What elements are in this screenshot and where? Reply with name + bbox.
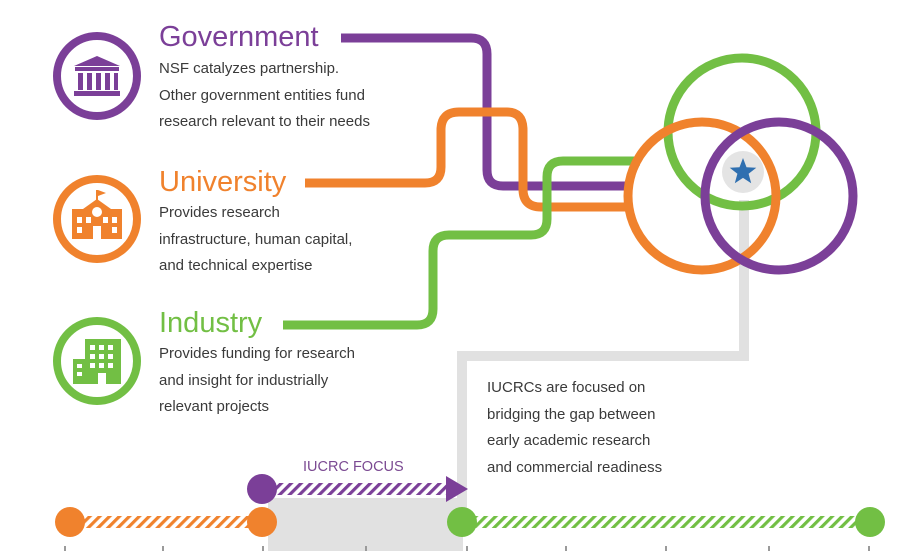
venn-circle-government bbox=[700, 117, 858, 275]
description-line: infrastructure, human capital, bbox=[159, 230, 353, 248]
summary-line: bridging the gap between bbox=[487, 405, 656, 423]
description-line: and insight for industrially bbox=[159, 371, 329, 389]
description-line: research relevant to their needs bbox=[159, 113, 370, 130]
industry-title: Industry bbox=[159, 307, 263, 339]
summary-line: early academic research bbox=[487, 432, 651, 449]
university-title: University bbox=[159, 166, 287, 198]
iucrc-summary: IUCRCs are focused on bridging the gap b… bbox=[487, 375, 662, 481]
timeline-dot-industry bbox=[447, 507, 477, 537]
school-building-icon bbox=[72, 190, 122, 239]
gray-connector bbox=[457, 200, 749, 510]
government-icon-circle bbox=[53, 32, 141, 120]
description-line: NSF catalyzes partnership. bbox=[159, 60, 340, 77]
timeline-arrowhead bbox=[446, 476, 468, 502]
timeline-ticks bbox=[64, 546, 870, 551]
description-line: and technical expertise bbox=[159, 257, 313, 274]
star-icon bbox=[729, 158, 757, 184]
industry-connector bbox=[283, 156, 640, 330]
timeline-dot-university bbox=[247, 507, 277, 537]
university-icon-circle bbox=[53, 175, 141, 263]
focus-band bbox=[268, 498, 463, 551]
venn-circle-university bbox=[623, 117, 781, 275]
summary-line: and commercial readiness bbox=[487, 458, 663, 476]
government-title: Government bbox=[159, 21, 319, 53]
description-line: Provides funding for research bbox=[159, 345, 355, 362]
government-building-icon bbox=[74, 56, 120, 96]
industry-description: Provides funding for research and insigh… bbox=[159, 341, 355, 421]
timeline-orange-segment bbox=[70, 516, 262, 528]
summary-line: IUCRCs are focused on bbox=[487, 379, 646, 396]
timeline-purple-segment bbox=[262, 483, 447, 495]
iucrc-focus-label: IUCRC FOCUS bbox=[303, 459, 404, 475]
office-building-icon bbox=[73, 339, 121, 384]
timeline-green-segment bbox=[462, 516, 870, 528]
timeline-dot-focus-start bbox=[247, 474, 277, 504]
description-line: Provides research bbox=[159, 204, 280, 221]
government-description: NSF catalyzes partnership. Other governm… bbox=[159, 56, 370, 136]
timeline-dot-end bbox=[855, 507, 885, 537]
timeline-dot-start bbox=[55, 507, 85, 537]
university-connector bbox=[305, 107, 628, 212]
description-line: Other government entities fund bbox=[159, 86, 365, 104]
industry-icon-circle bbox=[53, 317, 141, 405]
description-line: relevant projects bbox=[159, 398, 270, 415]
university-description: Provides research infrastructure, human … bbox=[159, 200, 352, 280]
